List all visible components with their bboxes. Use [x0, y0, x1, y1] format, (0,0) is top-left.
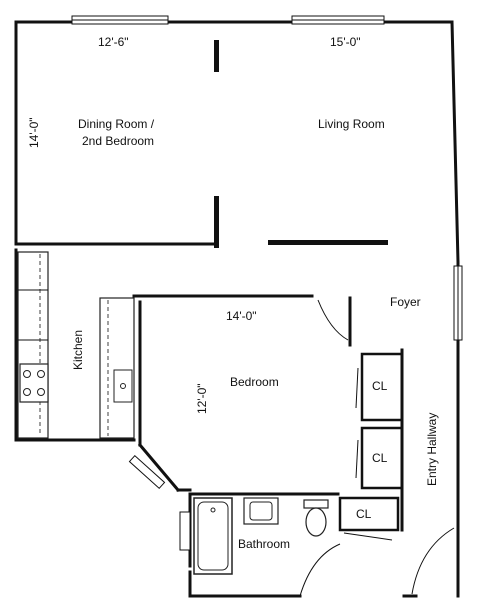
entry-door-swing [411, 527, 455, 595]
bedroom-label: Bedroom [230, 375, 279, 389]
kitchen-label: Kitchen [71, 330, 85, 370]
burner-3 [23, 388, 31, 396]
closet-1-door [355, 367, 359, 409]
closet-3-label: CL [356, 507, 372, 521]
closet-1 [360, 352, 404, 422]
bedroom-angled-wall [137, 442, 181, 493]
foyer-label: Foyer [390, 295, 421, 309]
bathtub-basin [197, 501, 229, 571]
bathtub-drain [210, 507, 216, 513]
closets: CL CL CL [338, 348, 404, 541]
bathroom-label: Bathroom [238, 537, 290, 551]
entry-door [402, 527, 455, 598]
bedroom-area: 14'-0" Bedroom 12'-0" [128, 294, 352, 493]
closet-3-door [343, 532, 393, 541]
entry-hallway-label: Entry Hallway [425, 413, 439, 486]
closet-3 [338, 496, 400, 532]
burner-1 [23, 370, 31, 378]
burner-2 [37, 370, 45, 378]
east-wall-upper [450, 20, 460, 264]
bath-door-swing [299, 543, 341, 597]
bedroom-door-swing [317, 299, 349, 341]
dining-depth-dim: 14'-0" [27, 117, 41, 148]
bedroom-window [128, 454, 166, 490]
closet-2 [360, 426, 404, 490]
living-width-dim: 15'-0" [330, 35, 361, 49]
kitchen-area: Kitchen [14, 248, 136, 442]
living-half-wall [268, 240, 388, 245]
living-label: Living Room [318, 117, 385, 131]
divider-bottom-stub [214, 196, 219, 248]
east-windows [453, 265, 463, 341]
dining-width-dim: 12'-6" [98, 35, 129, 49]
closet-2-door [355, 439, 359, 479]
closet-1-label: CL [372, 379, 388, 393]
closet-2-label: CL [372, 451, 388, 465]
burner-4 [37, 388, 45, 396]
stove [19, 363, 49, 403]
toilet-tank [303, 499, 329, 509]
kitchen-counter-right [99, 297, 135, 439]
dining-label-line1: Dining Room / [78, 117, 155, 131]
dining-living-divider [214, 40, 388, 248]
bath-window [179, 511, 191, 551]
sink-drain [120, 383, 126, 389]
bedroom-width-dim: 14'-0" [226, 309, 257, 323]
toilet-bowl [305, 507, 327, 537]
dining-label-line2: 2nd Bedroom [82, 134, 154, 148]
bathroom-area: Bathroom [179, 492, 341, 598]
divider-top-stub [214, 40, 219, 72]
kitchen-counter-left [17, 251, 49, 439]
bedroom-depth-dim: 12'-0" [195, 383, 209, 414]
north-windows [71, 15, 385, 25]
sink-basin [249, 501, 273, 521]
